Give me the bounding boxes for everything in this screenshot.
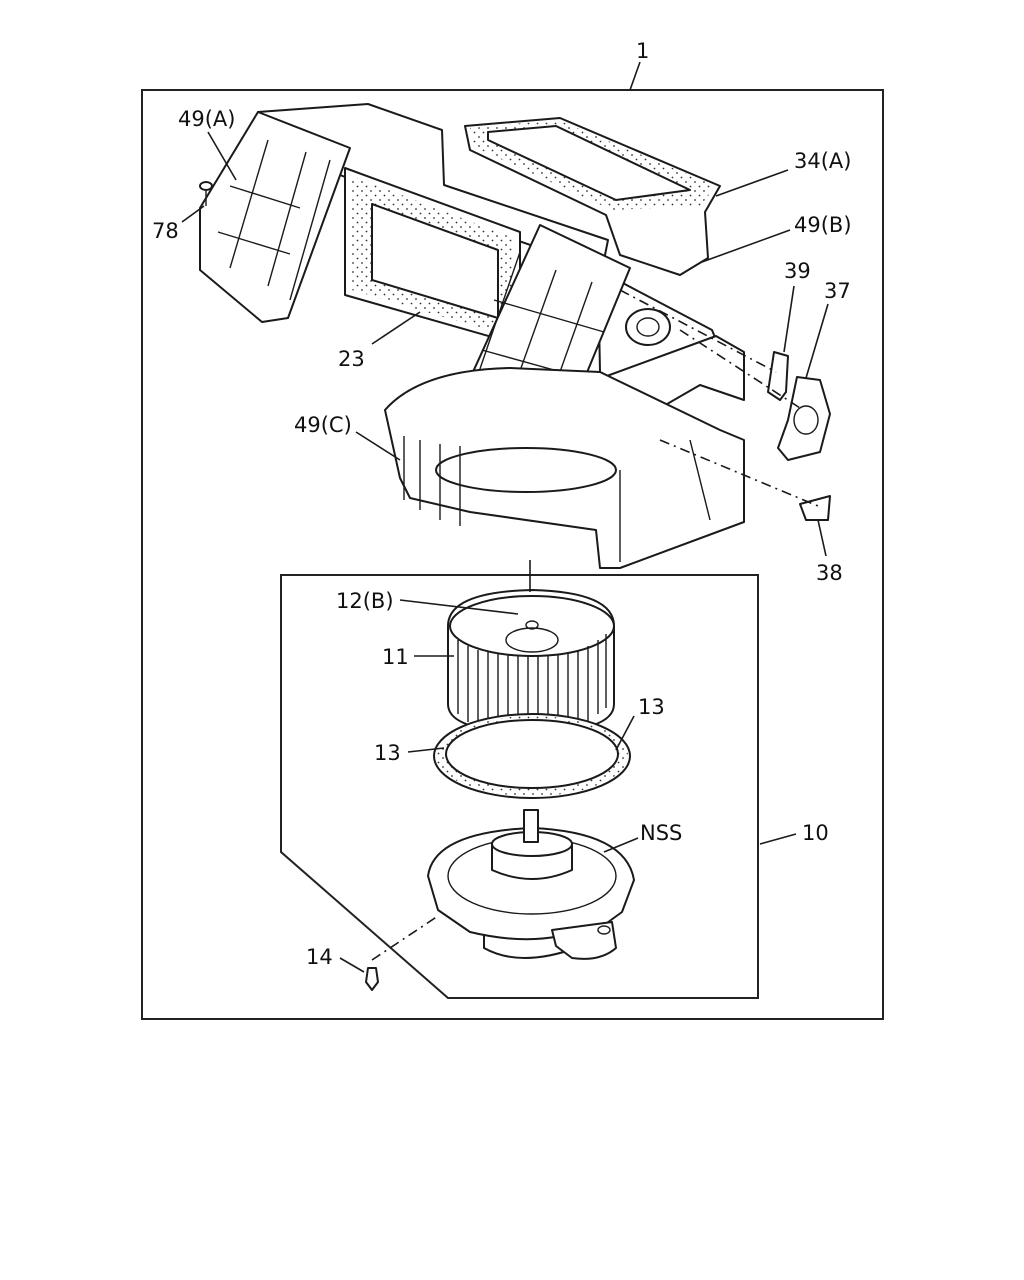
callout-13-right: 13 <box>638 695 665 719</box>
callout-34a: 34(A) <box>794 149 851 173</box>
blower-motor <box>427 809 635 960</box>
callout-39: 39 <box>784 259 811 283</box>
callout-10: 10 <box>802 821 829 845</box>
callout-12b: 12(B) <box>336 589 394 613</box>
callout-14: 14 <box>306 945 333 969</box>
assembly-frame <box>141 89 884 1020</box>
callout-37: 37 <box>824 279 851 303</box>
screw-78 <box>199 181 213 206</box>
callout-38: 38 <box>816 561 843 585</box>
callout-49a: 49(A) <box>178 107 235 131</box>
screw-14 <box>365 967 379 991</box>
callout-13-left: 13 <box>374 741 401 765</box>
leader-lines <box>181 61 829 973</box>
callout-11: 11 <box>382 645 409 669</box>
callout-49b: 49(B) <box>794 213 852 237</box>
cover-plate-37 <box>777 376 831 461</box>
callout-78: 78 <box>152 219 179 243</box>
lever-39 <box>767 351 789 401</box>
blower-case-housing <box>199 103 745 569</box>
callout-1: 1 <box>636 39 649 63</box>
callout-23: 23 <box>338 347 365 371</box>
fan-wheel <box>447 589 615 733</box>
gasket-ring <box>433 713 631 799</box>
assembly-dash-lines <box>371 289 819 961</box>
callout-nss: NSS <box>640 821 682 845</box>
callout-49c: 49(C) <box>294 413 352 437</box>
blower-subassembly-frame <box>280 574 759 999</box>
